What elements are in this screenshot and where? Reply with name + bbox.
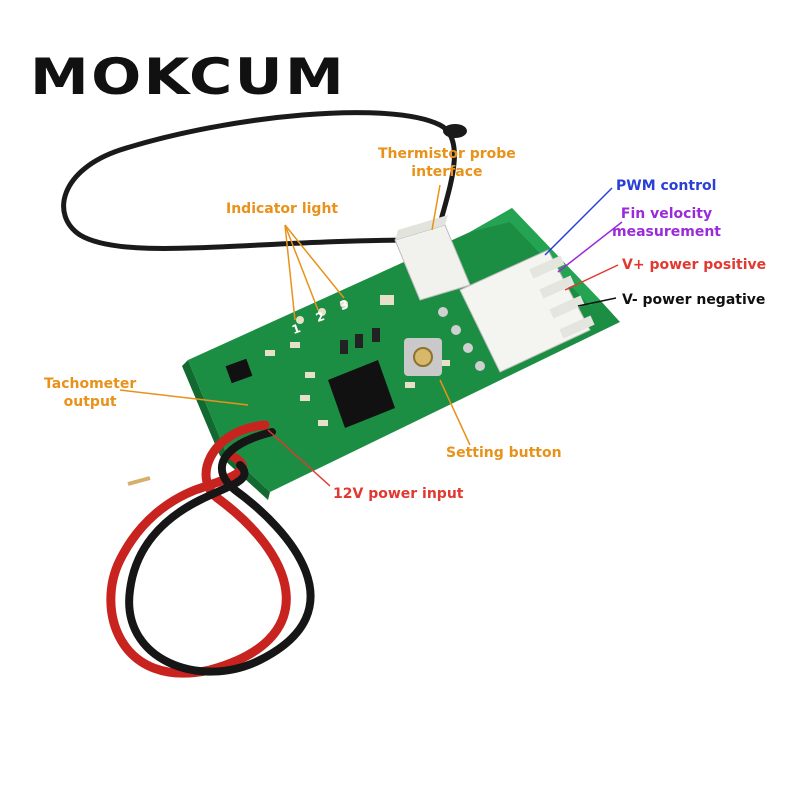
setting-pointer: [439, 379, 471, 446]
thermistor-label-line1: Thermistor probe: [378, 146, 516, 162]
indicator-pointer-3: [284, 224, 345, 299]
transistor: [225, 358, 253, 384]
fan-connector: [459, 249, 595, 373]
tach-pointer: [119, 389, 249, 406]
fin-velocity-line2: measurement: [612, 224, 721, 240]
wire-tip: [127, 476, 151, 486]
power-input-label: 12V power input: [333, 486, 464, 502]
thermistor-label: Thermistor probe interface: [378, 145, 516, 181]
power-input-pointer: [267, 429, 331, 487]
pwm-label: PWM control: [616, 178, 717, 194]
tachometer-line1: Tachometer: [44, 376, 137, 392]
tachometer-label: Tachometer output: [44, 375, 136, 411]
brand-logo: MOKCUM: [30, 48, 347, 106]
thermistor-pointer: [431, 184, 441, 231]
indicator-pointer-1: [284, 224, 296, 321]
pwm-pointer: [544, 187, 613, 256]
vminus-pointer: [577, 297, 617, 307]
thermistor-label-line2: interface: [411, 164, 483, 180]
thermistor-probe-tip: [443, 124, 467, 138]
setting-button-label: Setting button: [446, 445, 562, 461]
black-power-wire: [125, 428, 315, 676]
tachometer-line2: output: [63, 394, 117, 410]
ic-chip: [328, 360, 395, 428]
indicator-pointer-2: [284, 224, 319, 311]
vminus-label: V- power negative: [622, 292, 766, 308]
fin-velocity-label: Fin velocity measurement: [612, 205, 721, 241]
fin-pointer: [557, 221, 623, 273]
vplus-label: V+ power positive: [622, 257, 767, 273]
vplus-pointer: [564, 264, 619, 291]
fin-velocity-line1: Fin velocity: [620, 206, 713, 222]
indicator-label: Indicator light: [226, 201, 339, 217]
